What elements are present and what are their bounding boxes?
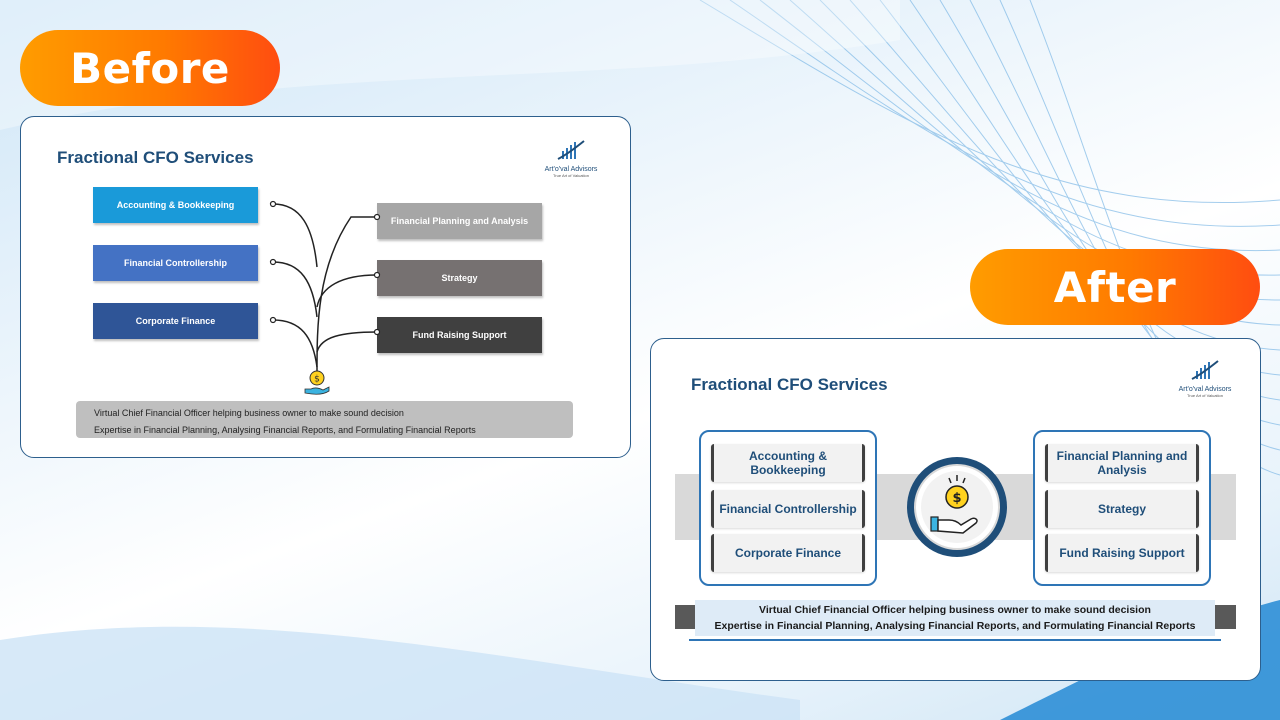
before-label-text: Before (70, 43, 230, 93)
after-logo-name: Art'o'val Advisors (1178, 386, 1232, 393)
after-corporate-finance-item: Corporate Finance (711, 534, 865, 572)
before-fpa-box: Financial Planning and Analysis (377, 203, 542, 239)
after-logo: Art'o'val Advisors True Art of Valuation (1173, 359, 1237, 398)
after-summary-underline (689, 639, 1221, 641)
after-controllership-item: Financial Controllership (711, 490, 865, 528)
before-slide: Fractional CFO Services Art'o'val Adviso… (20, 116, 631, 458)
before-tree-connector (269, 200, 381, 373)
before-accounting-box: Accounting & Bookkeeping (93, 187, 258, 223)
after-right-panel: Financial Planning and Analysis Strategy… (1033, 430, 1211, 586)
svg-text:$: $ (952, 491, 961, 506)
before-summary-line-2: Expertise in Financial Planning, Analysi… (94, 425, 476, 435)
after-summary-line-1: Virtual Chief Financial Officer helping … (759, 604, 1151, 616)
money-hand-icon: $ (304, 370, 330, 395)
after-label-text: After (1053, 262, 1177, 312)
before-summary-box: Virtual Chief Financial Officer helping … (76, 401, 573, 438)
money-hand-icon: $ (930, 475, 978, 534)
before-controllership-box: Financial Controllership (93, 245, 258, 281)
before-label: Before (20, 30, 280, 106)
before-corporate-finance-box: Corporate Finance (93, 303, 258, 339)
before-logo: Art'o'val Advisors True Art of Valuation (541, 139, 601, 178)
after-center-circle: $ (907, 457, 1007, 557)
after-summary-box: Virtual Chief Financial Officer helping … (695, 600, 1215, 636)
after-fpa-item: Financial Planning and Analysis (1045, 444, 1199, 482)
svg-text:$: $ (314, 375, 320, 385)
after-summary-line-2: Expertise in Financial Planning, Analysi… (714, 620, 1196, 632)
after-slide-title: Fractional CFO Services (691, 375, 888, 394)
before-summary-line-1: Virtual Chief Financial Officer helping … (94, 408, 404, 418)
logo-bars-icon (1191, 360, 1219, 380)
after-slide: Fractional CFO Services Art'o'val Adviso… (650, 338, 1261, 681)
after-left-panel: Accounting & Bookkeeping Financial Contr… (699, 430, 877, 586)
after-label: After (970, 249, 1260, 325)
after-fund-raising-item: Fund Raising Support (1045, 534, 1199, 572)
after-logo-tagline: True Art of Valuation (1186, 393, 1224, 398)
after-strategy-item: Strategy (1045, 490, 1199, 528)
before-logo-tagline: True Art of Valuation (552, 173, 590, 178)
before-slide-title: Fractional CFO Services (57, 148, 254, 167)
after-accounting-item: Accounting & Bookkeeping (711, 444, 865, 482)
before-fund-raising-box: Fund Raising Support (377, 317, 542, 353)
logo-bars-icon (557, 140, 585, 160)
before-strategy-box: Strategy (377, 260, 542, 296)
before-logo-name: Art'o'val Advisors (544, 166, 598, 173)
